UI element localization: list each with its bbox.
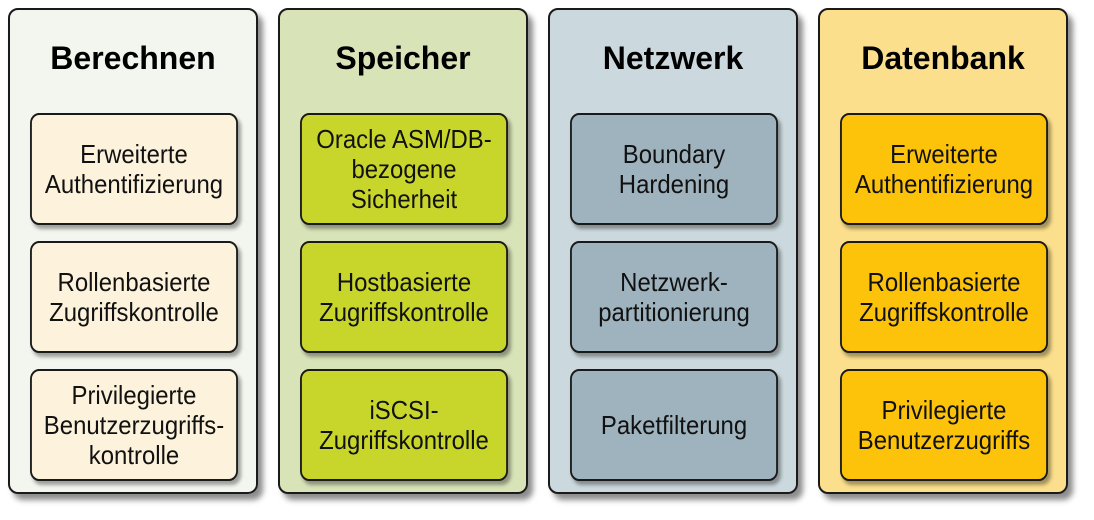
item-box: Erweiterte Authentifizierung <box>30 113 238 225</box>
column-netzwerk: Netzwerk Boundary Hardening Netzwerk- pa… <box>548 8 798 494</box>
item-box: Erweiterte Authentifizierung <box>840 113 1048 225</box>
item-box: Rollenbasierte Zugriffskontrolle <box>840 241 1048 353</box>
column-speicher: Speicher Oracle ASM/DB- bezogene Sicherh… <box>278 8 528 494</box>
item-box: Paketfilterung <box>570 369 778 481</box>
item-box: Hostbasierte Zugriffskontrolle <box>300 241 508 353</box>
item-box: Privilegierte Benutzerzugriffs <box>840 369 1048 481</box>
column-berechnen: Berechnen Erweiterte Authentifizierung R… <box>8 8 258 494</box>
item-box: Privilegierte Benutzerzugriffs- kontroll… <box>30 369 238 481</box>
column-title: Datenbank <box>861 40 1025 76</box>
column-title: Berechnen <box>50 40 216 76</box>
column-title: Netzwerk <box>602 40 744 76</box>
item-box: Boundary Hardening <box>570 113 778 225</box>
item-box: Netzwerk- partitionierung <box>570 241 778 353</box>
item-box: Oracle ASM/DB- bezogene Sicherheit <box>300 113 508 225</box>
item-box: iSCSI- Zugriffskontrolle <box>300 369 508 481</box>
item-box: Rollenbasierte Zugriffskontrolle <box>30 241 238 353</box>
column-datenbank: Datenbank Erweiterte Authentifizierung R… <box>818 8 1068 494</box>
column-title: Speicher <box>335 40 471 76</box>
